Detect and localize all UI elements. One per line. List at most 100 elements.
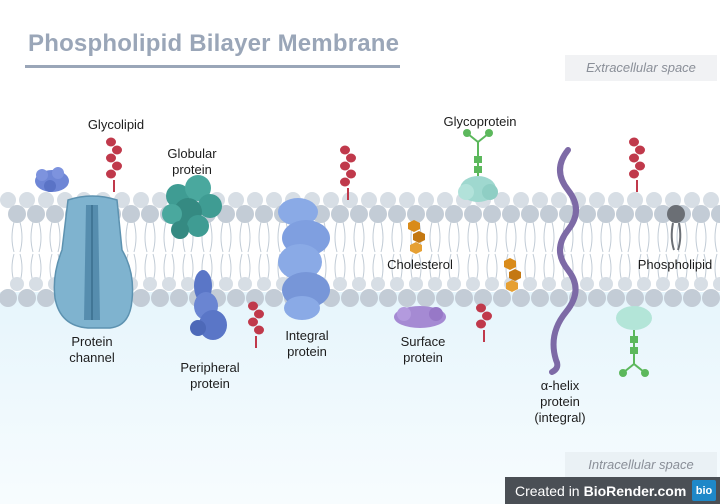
label-globular-protein: Globular protein (167, 146, 217, 177)
sugar-unit (346, 169, 356, 179)
lipid-head (551, 192, 567, 208)
lipid-head (694, 277, 708, 291)
lipid-head (483, 205, 501, 223)
lipid-head (379, 289, 397, 307)
lipid-head (618, 277, 632, 291)
lipid-head (703, 192, 719, 208)
lipid-head (132, 289, 150, 307)
integral-protein (278, 198, 330, 320)
lipid-head (665, 192, 681, 208)
lipid-head (38, 192, 54, 208)
lipid-head (436, 289, 454, 307)
cholesterol-ring (509, 269, 521, 281)
lipid-head (37, 289, 55, 307)
lipid-head (675, 277, 689, 291)
lipid-head (702, 289, 720, 307)
lipid-head (46, 205, 64, 223)
lipid-head (217, 205, 235, 223)
sugar-unit (248, 317, 258, 327)
lipid-head (27, 205, 45, 223)
lipid-tail (448, 221, 460, 253)
lipid-head (428, 277, 442, 291)
lipid-head (608, 192, 624, 208)
label-peripheral-protein: Peripheral protein (180, 360, 240, 391)
lipid-head (151, 289, 169, 307)
sugar-unit (340, 145, 350, 155)
lipid-head (713, 277, 720, 291)
biorender-credit[interactable]: Created in BioRender.com bio (505, 477, 720, 504)
lipid-tail (30, 221, 42, 253)
lipid-head (360, 289, 378, 307)
lipid-head (369, 205, 387, 223)
credit-brand: BioRender.com (583, 482, 687, 499)
lipid-head (531, 289, 549, 307)
sugar-unit (629, 137, 639, 147)
lipid-head (683, 289, 701, 307)
phospholipid-molecule (667, 205, 685, 251)
lipid-head (388, 205, 406, 223)
sugar-unit (254, 309, 264, 319)
lipid-head (635, 205, 653, 223)
lipid-head (219, 277, 233, 291)
lipid-head (597, 205, 615, 223)
lipid-head (350, 205, 368, 223)
biorender-logo: bio (692, 480, 716, 501)
lipid-head (550, 289, 568, 307)
lipid-head (616, 205, 634, 223)
lipid-head (19, 192, 35, 208)
lipid-head (646, 192, 662, 208)
lipid-tail (638, 221, 650, 253)
lipid-head (607, 289, 625, 307)
lipid-head (398, 289, 416, 307)
label-glycolipid: Glycolipid (87, 117, 145, 132)
lipid-head (143, 277, 157, 291)
lipid-tail (49, 221, 61, 253)
lipid-head (494, 192, 510, 208)
lipid-head (162, 277, 176, 291)
lipid-head (341, 289, 359, 307)
extracellular-label: Extracellular space (565, 55, 717, 81)
lipid-tail (11, 221, 23, 253)
lipid-tail (695, 221, 707, 253)
lipid-head (502, 205, 520, 223)
lipid-head (380, 192, 396, 208)
label-protein-channel: Protein channel (69, 334, 115, 365)
lipid-head (512, 289, 530, 307)
label-phospholipid: Phospholipid (637, 257, 713, 272)
lipid-head (133, 192, 149, 208)
lipid-head (589, 192, 605, 208)
inner-glycoprotein (616, 306, 652, 377)
lipid-tail (163, 221, 175, 253)
lipid-head (578, 205, 596, 223)
cholesterol-ring (506, 280, 518, 292)
lipid-head (236, 205, 254, 223)
lipid-head (455, 289, 473, 307)
lipid-head (331, 205, 349, 223)
lipid-head (352, 277, 366, 291)
lipid-tail (505, 221, 517, 253)
lipid-head (627, 192, 643, 208)
surface-protein (394, 306, 446, 328)
lipid-head (0, 192, 16, 208)
label-surface-protein: Surface protein (400, 334, 446, 365)
lipid-head (18, 289, 36, 307)
protein-channel (53, 195, 134, 329)
sugar-unit (476, 319, 486, 329)
glycoprotein (458, 129, 498, 202)
lipid-head (228, 192, 244, 208)
lipid-head (255, 205, 273, 223)
lipid-head (637, 277, 651, 291)
cholesterol-ring (408, 220, 420, 232)
lipid-head (417, 289, 435, 307)
lipid-head (692, 205, 710, 223)
lipid-head (418, 192, 434, 208)
lipid-tail (714, 221, 718, 253)
lipid-head (447, 277, 461, 291)
lipid-head (181, 277, 195, 291)
sugar-unit (346, 153, 356, 163)
lipid-head (466, 277, 480, 291)
lower-leaflet-heads (0, 277, 720, 307)
lipid-head (513, 192, 529, 208)
lipid-head (0, 289, 17, 307)
